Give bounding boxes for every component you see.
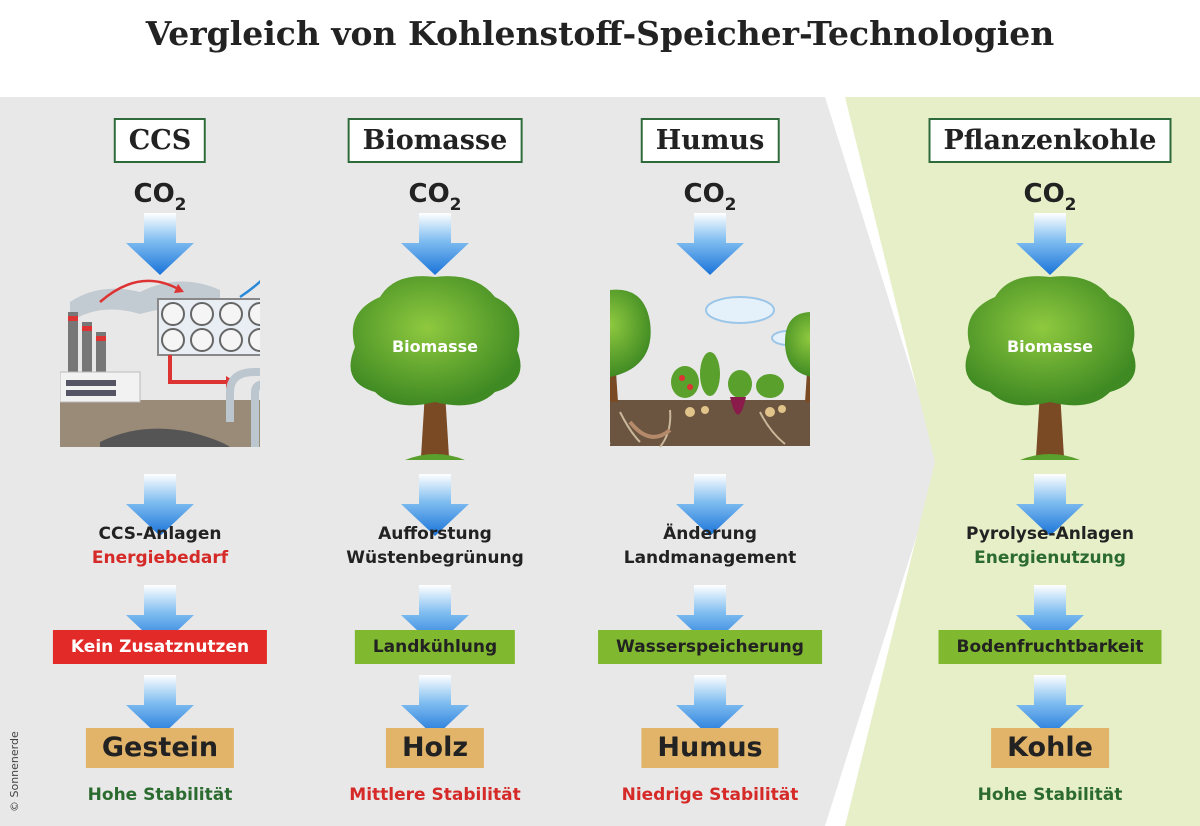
storage-medium: Holz <box>385 728 485 768</box>
column-humus: Humus CO2 Änderung Landmanagement Wasser… <box>598 97 822 826</box>
column-header: Humus <box>640 118 780 163</box>
stability-label: Niedrige Stabilität <box>621 785 799 805</box>
tree-label: Biomasse <box>392 337 478 356</box>
storage-medium: Gestein <box>85 728 235 768</box>
column-header: Biomasse <box>347 118 523 163</box>
down-arrow-icon <box>676 675 744 737</box>
down-arrow-icon <box>676 213 744 275</box>
column-header: Pflanzenkohle <box>928 118 1172 163</box>
tree-label: Biomasse <box>1007 337 1093 356</box>
column-pflanzenkohle: Pflanzenkohle CO2 Biomasse Pyrolyse-Anla… <box>928 97 1172 826</box>
process-description: Aufforstung Wüstenbegrünung <box>346 524 524 568</box>
stability-label: Hohe Stabilität <box>977 785 1123 805</box>
stability-label: Mittlere Stabilität <box>349 785 521 805</box>
co2-label: CO2 <box>1023 179 1077 215</box>
benefit-badge: Landkühlung <box>354 630 516 664</box>
process-description: Änderung Landmanagement <box>623 524 797 568</box>
tree-illustration: Biomasse <box>350 276 521 460</box>
down-arrow-icon <box>126 675 194 737</box>
copyright-credit: © Sonnenerde <box>8 731 21 812</box>
storage-medium: Kohle <box>991 728 1109 768</box>
down-arrow-icon <box>126 474 194 536</box>
down-arrow-icon <box>126 213 194 275</box>
column-biomasse: Biomasse CO2 Biomasse Aufforstung Wüsten… <box>335 97 535 826</box>
benefit-badge: Kein Zusatznutzen <box>52 630 268 664</box>
down-arrow-icon <box>401 585 469 647</box>
down-arrow-icon <box>401 213 469 275</box>
down-arrow-icon <box>676 585 744 647</box>
down-arrow-icon <box>1016 675 1084 737</box>
down-arrow-icon <box>401 474 469 536</box>
co2-label: CO2 <box>408 179 462 215</box>
page-title: Vergleich von Kohlenstoff-Speicher-Techn… <box>145 14 1055 53</box>
process-description: CCS-Anlagen Energiebedarf <box>91 524 229 568</box>
column-header: CCS <box>113 118 207 163</box>
down-arrow-icon <box>1016 213 1084 275</box>
benefit-badge: Wasserspeicherung <box>598 630 822 664</box>
storage-medium: Humus <box>641 728 779 768</box>
benefit-badge: Bodenfruchtbarkeit <box>938 630 1162 664</box>
column-ccs: CCS CO2 CCS-Anlagen Energiebedarf Kein Z… <box>52 97 268 826</box>
humus-field-illustration <box>610 289 810 448</box>
co2-label: CO2 <box>683 179 737 215</box>
stability-label: Hohe Stabilität <box>87 785 233 805</box>
down-arrow-icon <box>1016 585 1084 647</box>
down-arrow-icon <box>126 585 194 647</box>
ccs-plant-illustration <box>60 279 260 447</box>
tree-illustration: Biomasse <box>965 276 1136 460</box>
co2-label: CO2 <box>133 179 187 215</box>
down-arrow-icon <box>1016 474 1084 536</box>
down-arrow-icon <box>401 675 469 737</box>
down-arrow-icon <box>676 474 744 536</box>
process-description: Pyrolyse-Anlagen Energienutzung <box>966 524 1134 568</box>
